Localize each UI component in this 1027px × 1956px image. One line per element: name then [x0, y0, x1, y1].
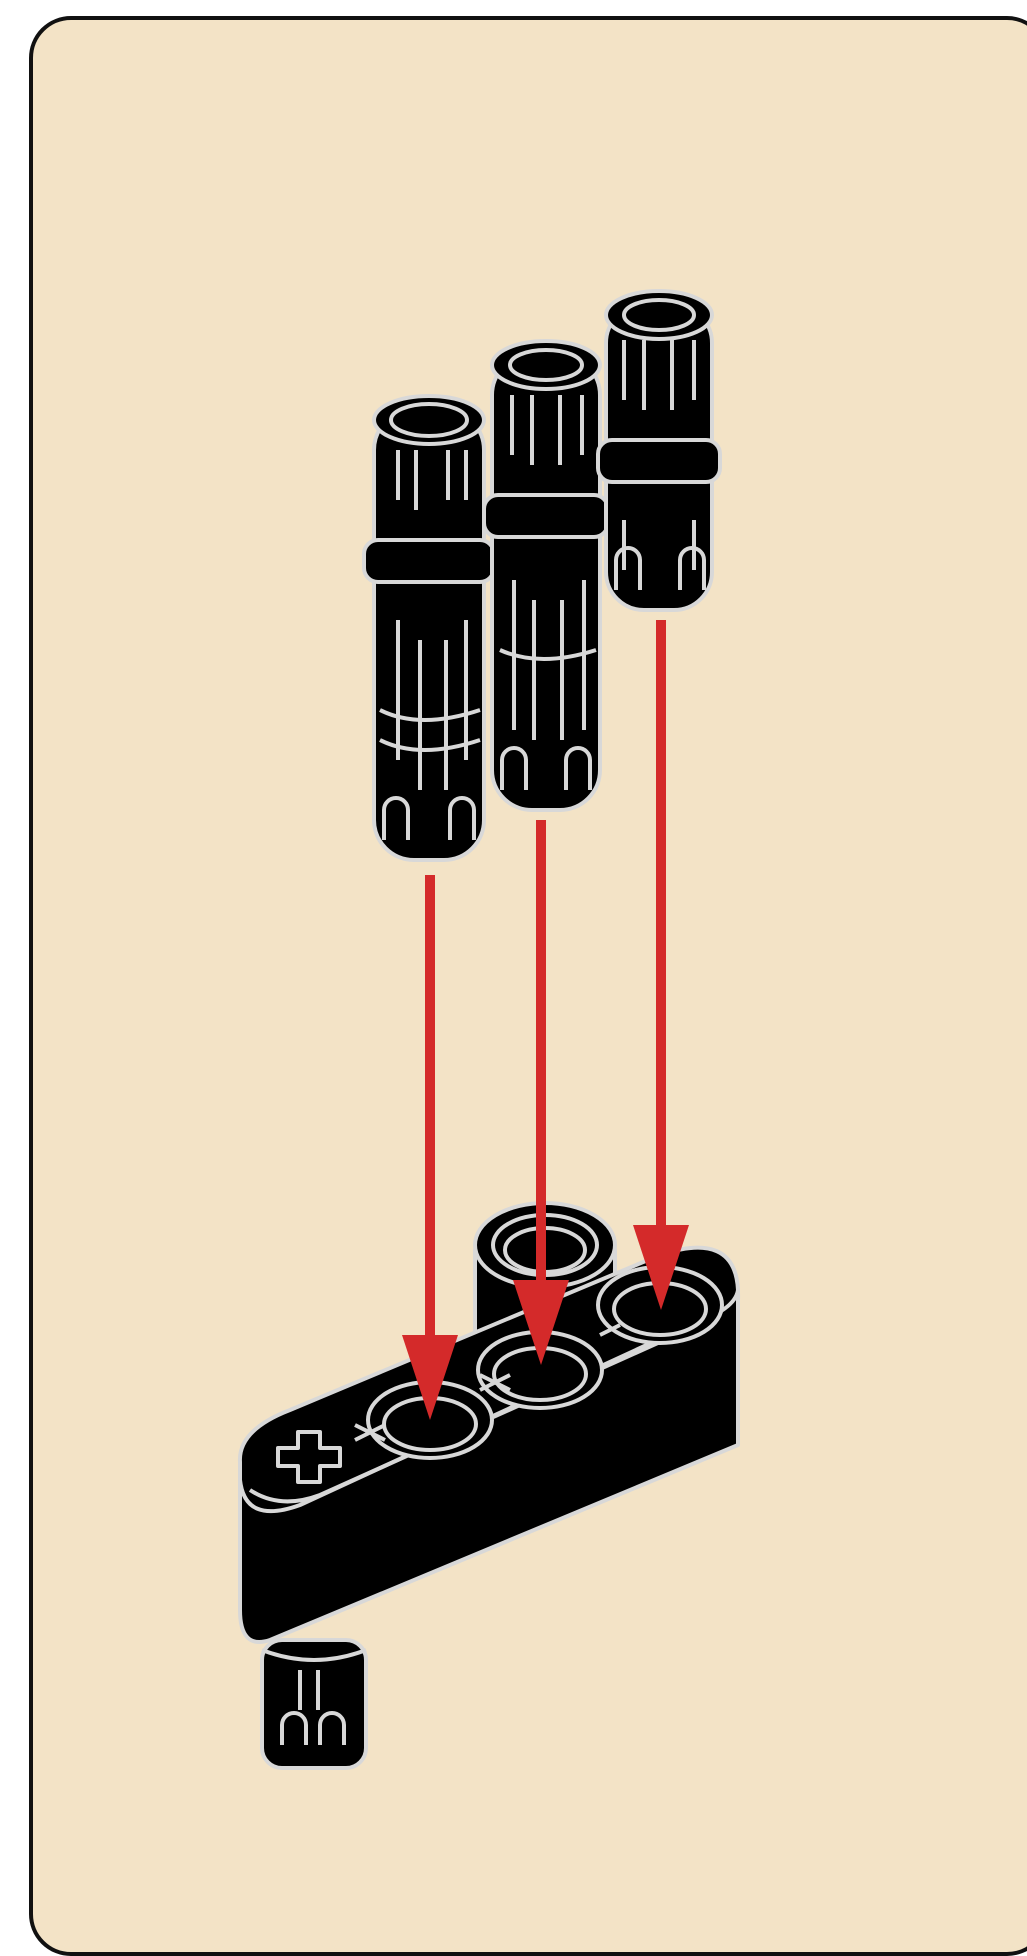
friction-pin-right: [598, 291, 720, 610]
insert-arrow-left: [402, 875, 458, 1420]
insert-arrow-right: [633, 620, 689, 1310]
friction-pin-left: [364, 396, 494, 860]
insert-arrow-middle: [513, 820, 569, 1365]
beam-pin-stub: [262, 1640, 366, 1768]
friction-pin-middle: [484, 341, 608, 810]
